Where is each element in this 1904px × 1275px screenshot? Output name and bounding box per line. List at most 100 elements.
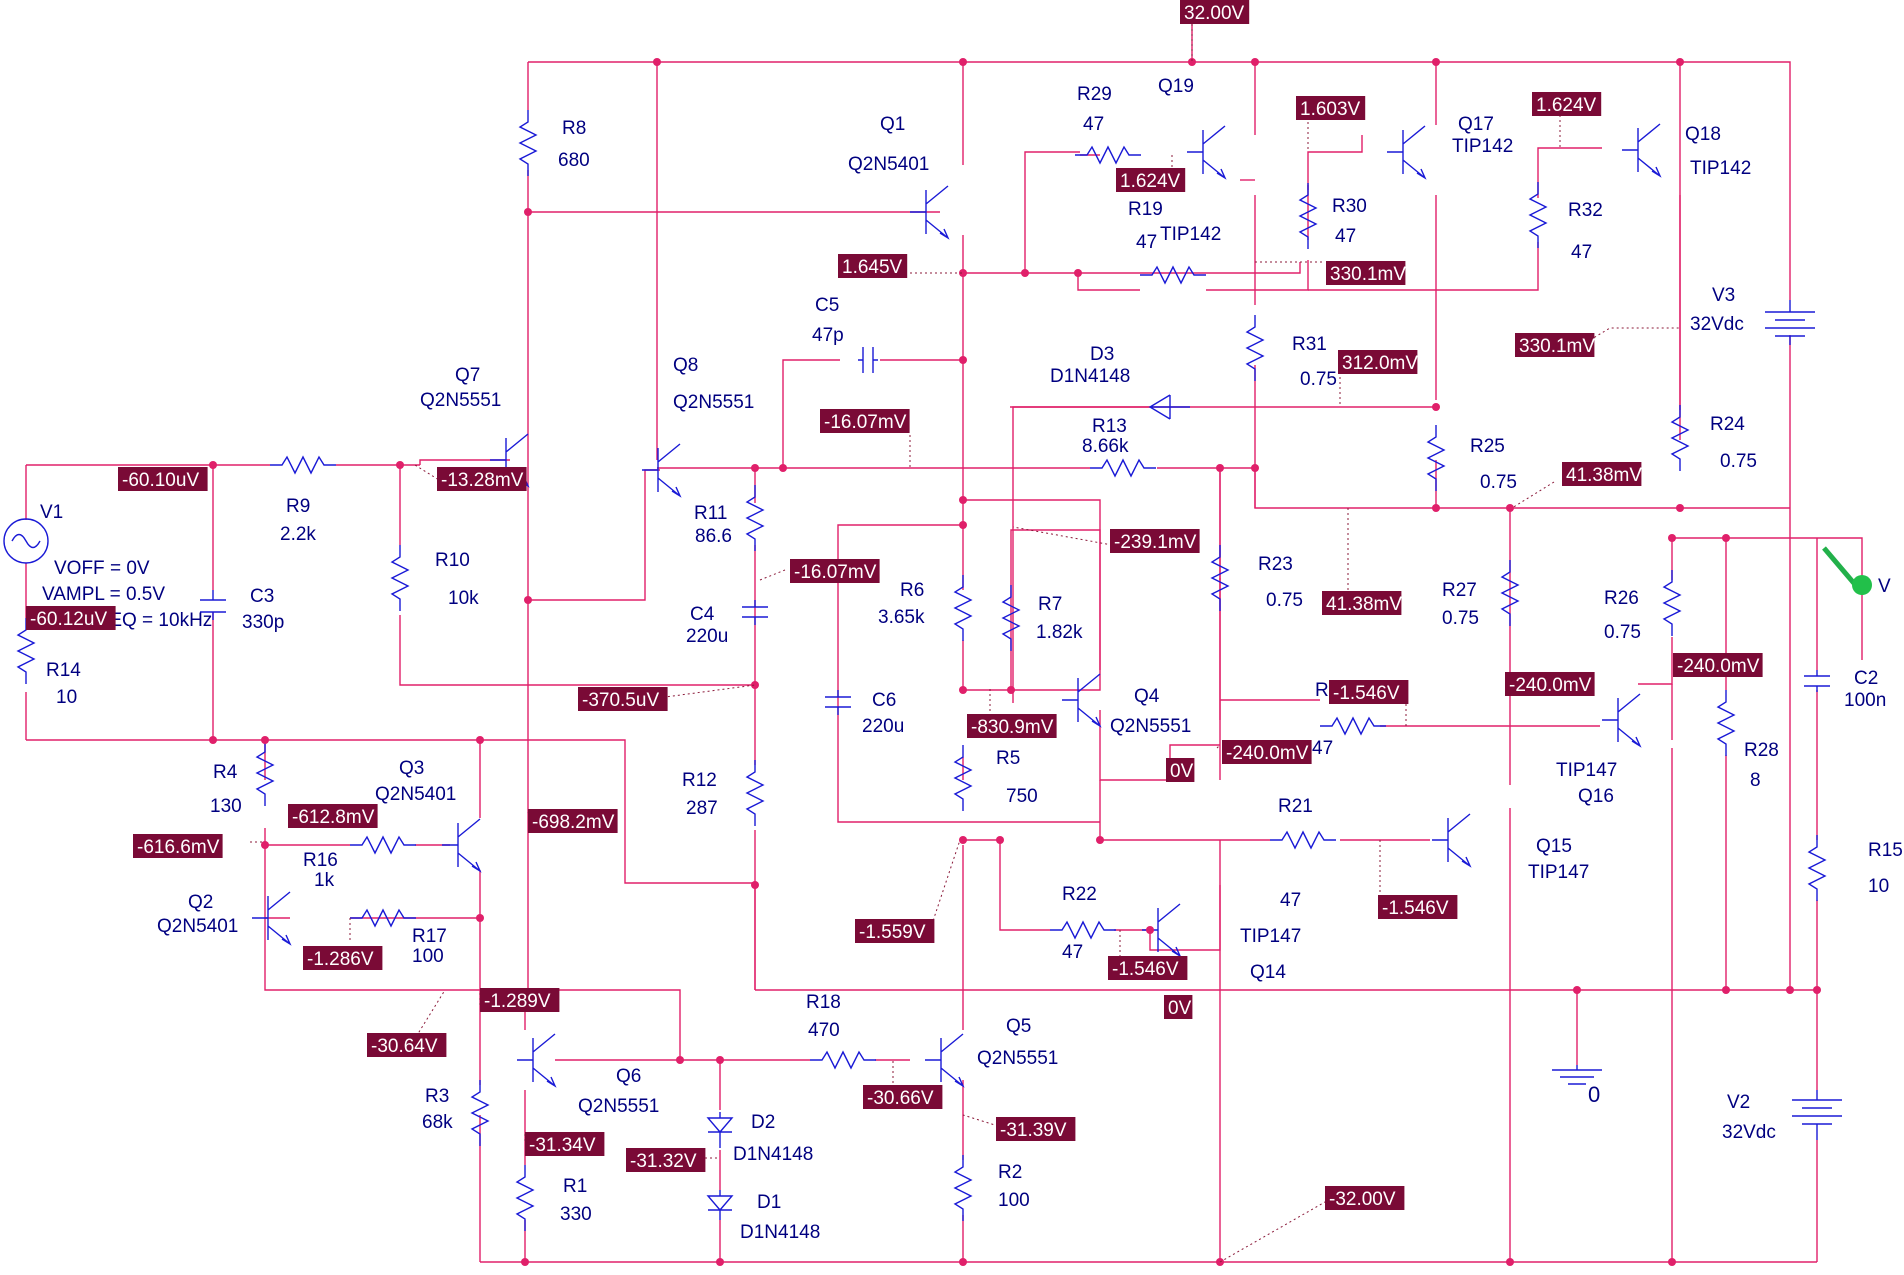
voltage-marker-box (626, 1148, 706, 1172)
d3-name: D3 (1090, 344, 1114, 365)
voltage-marker-box (1166, 758, 1195, 782)
r18-name: R18 (806, 992, 841, 1013)
q15-name: Q15 (1536, 836, 1572, 857)
r27-value: 0.75 (1442, 608, 1479, 629)
voltage-marker-text: -1.546V (1333, 683, 1400, 704)
r15-value: 10 (1868, 876, 1889, 897)
q15-value: TIP147 (1528, 862, 1589, 883)
voltage-marker-text: 1.624V (1120, 171, 1181, 192)
r17-value: 100 (412, 946, 444, 967)
r8-value: 680 (558, 150, 590, 171)
ground-label: 0 (1588, 1082, 1600, 1107)
voltage-marker: -698.2mV (528, 809, 618, 833)
voltage-marker-text: -31.32V (630, 1151, 697, 1172)
voltage-marker: 1.624V (1116, 168, 1186, 192)
voltage-marker-box (1562, 462, 1642, 486)
r6-value: 3.65k (878, 607, 925, 628)
r23-name: R23 (1258, 554, 1293, 575)
r25-value: 0.75 (1480, 472, 1517, 493)
q6-name: Q6 (616, 1066, 641, 1087)
r22-value: 47 (1062, 942, 1083, 963)
voltage-marker-text: -698.2mV (532, 812, 615, 833)
voltage-marker: 330.1mV (1326, 261, 1406, 285)
r31-value: 0.75 (1300, 369, 1337, 390)
voltage-marker-box (133, 834, 223, 858)
voltage-marker-box (1325, 1186, 1405, 1210)
voltage-marker-box (820, 409, 910, 433)
r14-name: R14 (46, 660, 81, 681)
voltage-marker: -1.289V (480, 988, 560, 1012)
r26-value: 0.75 (1604, 622, 1641, 643)
voltage-marker-text: -31.39V (1000, 1120, 1067, 1141)
voltage-marker: -30.66V (863, 1085, 943, 1109)
voltage-marker-text: -240.0mV (1677, 656, 1760, 677)
voltage-marker-box (1673, 653, 1763, 677)
voltage-marker: -13.28mV (437, 467, 527, 491)
voltage-marker: 41.38mV (1322, 591, 1402, 615)
r2-value: 100 (998, 1190, 1030, 1211)
r11-name: R11 (694, 503, 727, 524)
d3-value: D1N4148 (1050, 366, 1130, 387)
voltage-marker-text: -240.0mV (1226, 743, 1309, 764)
v1-freq: FREQ = 10kHz (84, 610, 212, 631)
c6-value: 220u (862, 716, 904, 737)
r23-value: 0.75 (1266, 590, 1303, 611)
v2-name: V2 (1727, 1092, 1750, 1113)
voltage-marker-text: 41.38mV (1566, 465, 1642, 486)
v1-voff: VOFF = 0V (54, 558, 150, 579)
voltage-marker-box (578, 687, 668, 711)
voltage-marker-text: -16.07mV (824, 412, 907, 433)
q19-name: Q19 (1158, 76, 1194, 97)
voltage-marker-text: -16.07mV (794, 562, 877, 583)
voltage-marker: -370.5uV (578, 687, 668, 711)
r24-name: R24 (1710, 414, 1745, 435)
voltage-marker: 1.624V (1532, 92, 1602, 116)
d2-name: D2 (751, 1112, 775, 1133)
voltage-marker-box (288, 804, 378, 828)
r9-name: R9 (286, 496, 310, 517)
voltage-marker-text: 1.624V (1536, 95, 1597, 116)
voltage-marker-text: 41.38mV (1326, 594, 1402, 615)
d1-name: D1 (757, 1192, 781, 1213)
voltage-marker-text: -370.5uV (582, 690, 659, 711)
voltage-marker-text: 0V (1168, 998, 1192, 1019)
q4-value: Q2N5551 (1110, 716, 1191, 737)
voltage-marker: -30.64V (367, 1033, 447, 1057)
q18-value: TIP142 (1690, 158, 1751, 179)
r7-name: R7 (1038, 594, 1062, 615)
probe-label: V (1878, 576, 1891, 597)
q2-value: Q2N5401 (157, 916, 238, 937)
r27-name: R27 (1442, 580, 1477, 601)
voltage-marker-box (855, 919, 935, 943)
voltage-marker-text: -239.1mV (1114, 532, 1197, 553)
r13-value: 8.66k (1082, 436, 1129, 457)
voltage-marker-box (437, 467, 527, 491)
q8-value: Q2N5551 (673, 392, 754, 413)
q3-name: Q3 (399, 758, 424, 779)
voltage-marker-box (528, 809, 618, 833)
r1-value: 330 (560, 1204, 592, 1225)
c5-value: 47p (812, 325, 844, 346)
voltage-marker-box (967, 714, 1057, 738)
c3-name: C3 (250, 586, 274, 607)
voltage-marker-text: 312.0mV (1342, 353, 1418, 374)
voltage-marker: -616.6mV (133, 834, 223, 858)
voltage-marker-text: -1.546V (1112, 959, 1179, 980)
q4-name: Q4 (1134, 686, 1160, 707)
voltage-marker: -16.07mV (790, 559, 880, 583)
r26-name: R26 (1604, 588, 1639, 609)
voltage-marker-box (367, 1033, 447, 1057)
c6-name: C6 (872, 690, 896, 711)
voltage-marker-box (1108, 956, 1188, 980)
voltage-marker: -240.0mV (1505, 672, 1595, 696)
r2-name: R2 (998, 1162, 1022, 1183)
r4-value: 130 (210, 796, 242, 817)
q14-extra: 47 (1280, 890, 1301, 911)
voltage-marker-box (1326, 261, 1406, 285)
voltage-probe[interactable]: V (1822, 546, 1891, 597)
r32-value: 47 (1571, 242, 1592, 263)
r21-name: R21 (1278, 796, 1313, 817)
r29-name: R29 (1077, 84, 1112, 105)
voltage-marker: 312.0mV (1338, 350, 1418, 374)
